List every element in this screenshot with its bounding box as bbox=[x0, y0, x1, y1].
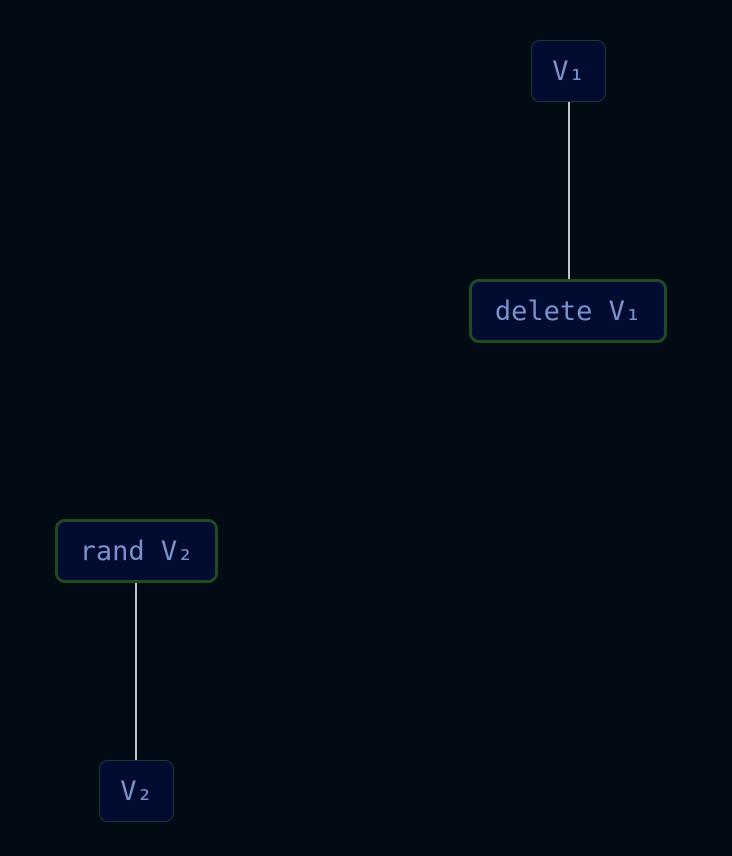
node-rand-v2: rand V₂ bbox=[55, 519, 218, 583]
node-delete-v1: delete V₁ bbox=[469, 279, 667, 343]
node-v2: V₂ bbox=[99, 760, 174, 822]
edge-v1-to-delete-v1 bbox=[568, 102, 570, 280]
node-v1: V₁ bbox=[531, 40, 606, 102]
edge-rand-v2-to-v2 bbox=[135, 583, 137, 760]
